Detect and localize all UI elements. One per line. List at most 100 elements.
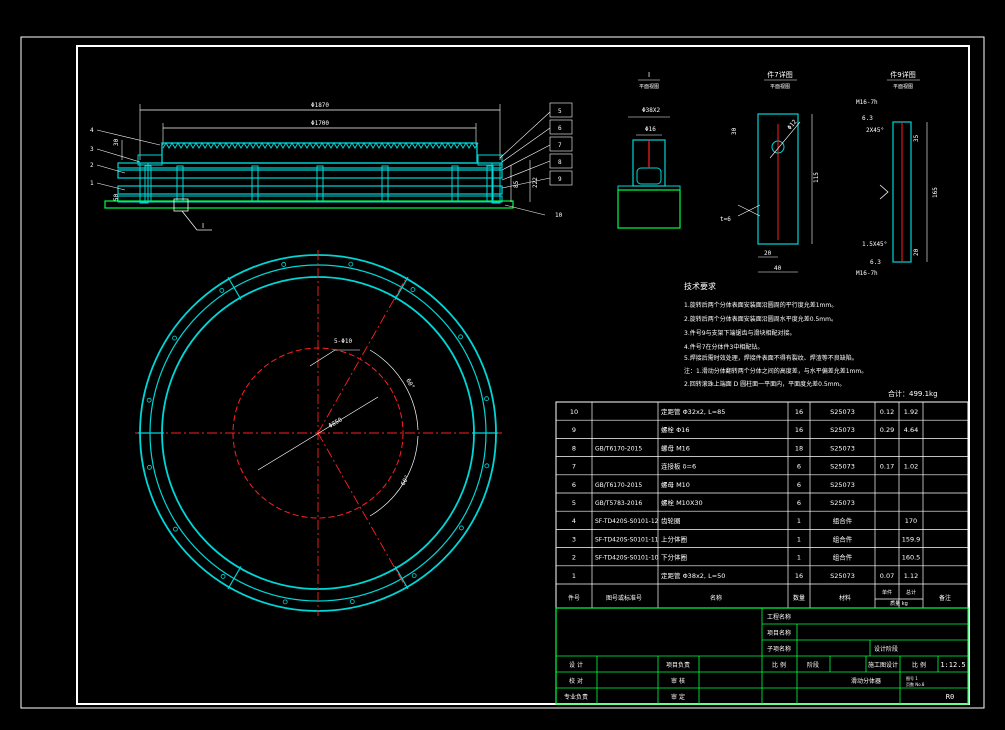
total-weight: 合计：499.1kg: [888, 389, 938, 398]
bom-cell-code: SF-TD420S-S0101-12: [595, 518, 659, 525]
detail3-subtitle: 平面视图: [893, 83, 913, 90]
bom-cell-qty: 1: [797, 517, 801, 525]
bom-cell-code: SF-TD420S-S0101-10: [595, 555, 659, 562]
bom-cell-name: 上分体圈: [661, 534, 687, 543]
tech-item-2: 2.旋转后两个分体表面安装面沿圆周水平度允差0.5mm。: [684, 315, 837, 323]
bom-cell-no: 5: [572, 499, 576, 507]
segment-split: [394, 276, 409, 300]
tech-item-1: 1.旋转后两个分体表面安装面沿圆周的平行度允差1mm。: [684, 301, 837, 309]
bom-cell-name: 定距管 Φ38x2, L=50: [661, 571, 725, 580]
detail2-dim-top: 30: [731, 127, 738, 135]
tech-note-2: 2.回转滚珠上端面 D 圆柱面一平面内，平面度允差0.5mm。: [684, 380, 845, 388]
detail3-rough: 6.3: [862, 115, 873, 122]
detail2-title: 件7详图: [767, 70, 792, 79]
bom-cell-no: 6: [572, 481, 576, 489]
front-view: Φ1870 Φ1700 Ⅰ 85 222 30 50: [90, 102, 573, 231]
tech-requirements: 技术要求 1.旋转后两个分体表面安装面沿圆周的平行度允差1mm。 2.旋转后两个…: [684, 281, 938, 398]
bolt-hole: [348, 261, 354, 267]
bom-cell-mat: S25073: [830, 408, 855, 416]
bolt-hole: [172, 335, 177, 341]
bom-cell-no: 3: [572, 535, 576, 543]
support-post: [451, 165, 459, 203]
bom-cell-unit: 0.17: [880, 463, 894, 471]
callout-4: 4: [90, 127, 94, 134]
bom-cell-qty: 16: [795, 572, 803, 580]
detail2-subtitle: 平面视图: [770, 83, 790, 90]
bom-cell-qty: 18: [795, 444, 803, 452]
bolt-hole: [282, 599, 288, 605]
bom-cell-name: 螺母 M10: [661, 480, 690, 489]
detail-label: Ⅰ: [202, 222, 204, 230]
bom-cell-qty: 6: [797, 481, 801, 489]
bom-cell-no: 10: [570, 408, 578, 416]
bom-cell-total: 1.02: [904, 463, 918, 471]
support-post: [251, 165, 259, 203]
bom-cell-total: 160.5: [902, 554, 921, 562]
bom-h-mat: 材料: [839, 594, 851, 602]
bom-h-code: 图号或标准号: [606, 594, 642, 602]
bom-cell-mat: S25073: [830, 481, 855, 489]
tb-leader: 项目负责: [666, 661, 690, 669]
inner-frame: [76, 45, 970, 705]
support-post: [381, 165, 389, 203]
plan-angle-bot: 60°: [400, 474, 411, 487]
tb-approve: 审 核: [671, 677, 685, 685]
bom-cell-name: 螺栓 M10X30: [661, 498, 703, 507]
detail3-thread-bot: M16-7h: [856, 270, 878, 277]
detail3-chamfer-bot: 1.5X45°: [862, 241, 887, 248]
bom-cell-qty: 1: [797, 554, 801, 562]
bom-cell-mat: S25073: [830, 499, 855, 507]
plan-diameter: Φ850: [328, 416, 344, 429]
tb-review: 审 定: [671, 693, 685, 701]
title-block: 工程名称 项目名称 子项名称 设计阶段 设 计 校 对 专业负责 项目负责 审 …: [555, 607, 969, 705]
detail3-rough-bot: 6.3: [870, 259, 881, 266]
bom-h-total: 总计: [906, 589, 916, 596]
bom-cell-total: 4.64: [904, 426, 918, 434]
detail-view-2: 件7详图 平面视图 Φ12 30 115 20 40 t=6: [720, 70, 820, 273]
tech-title: 技术要求: [684, 281, 716, 291]
dim-left: 30: [113, 138, 120, 146]
detail1-title: Ⅰ: [648, 71, 650, 79]
bom-h-unit: 单件: [882, 589, 892, 596]
tb-item: 项目名称: [767, 629, 791, 637]
bom-cell-code: SF-TD420S-S0101-11: [595, 536, 659, 543]
segment-split: [227, 276, 242, 300]
detail3-chamfer-top: 2X45°: [866, 127, 884, 134]
dim-inner: Φ1700: [311, 120, 329, 127]
dim-mid: 85: [513, 180, 520, 188]
detail1-subtitle: 平面视图: [639, 83, 659, 90]
bolt-hole: [484, 463, 490, 469]
detail2-thick: t=6: [720, 216, 731, 223]
bom-cell-unit: 0.07: [880, 572, 894, 580]
bom-h-name: 名称: [710, 594, 722, 602]
tb-drawing-no: 图号 1: [906, 675, 918, 681]
tech-note-1: 注：1.滑动分体翻转两个分体之间的高度差，与水平偏差允差1mm。: [684, 367, 867, 375]
tb-rev: R0: [946, 693, 954, 701]
tb-project: 工程名称: [767, 613, 791, 621]
bom-h-qty: 数量: [793, 594, 805, 602]
bolt-hole: [146, 397, 152, 403]
bom-cell-no: 4: [572, 517, 576, 525]
detail-view-3: 件9详图 平面视图 M16-7h 6.3 2X45° 35 165 1.5X45…: [856, 70, 939, 277]
bom-cell-no: 1: [572, 572, 576, 580]
bom-cell-name: 定距管 Φ32x2, L=85: [661, 407, 725, 416]
bom-cell-qty: 16: [795, 426, 803, 434]
detail3-dim-height: 165: [932, 187, 939, 198]
bom-cell-mat: S25073: [830, 463, 855, 471]
detail2-dim-height: 115: [813, 172, 820, 183]
tb-stage-label: 设计阶段: [874, 645, 898, 653]
bom-cell-total: 1.12: [904, 572, 918, 580]
segment-split: [394, 566, 409, 590]
plan-angle-top: 60°: [404, 378, 415, 391]
detail-view-1: Ⅰ 平面视图 Φ38X2 Φ16: [617, 71, 681, 229]
bom-h-no: 件号: [568, 594, 580, 602]
bom-cell-qty: 6: [797, 499, 801, 507]
bom-cell-qty: 1: [797, 535, 801, 543]
tb-drawing-title: 滑动分体器: [851, 677, 881, 685]
bom-cell-mat: S25073: [830, 444, 855, 452]
callout-5: 5: [558, 108, 562, 115]
bolt-hole: [173, 526, 178, 532]
bolt-hole: [458, 334, 463, 340]
bom-cell-qty: 6: [797, 463, 801, 471]
